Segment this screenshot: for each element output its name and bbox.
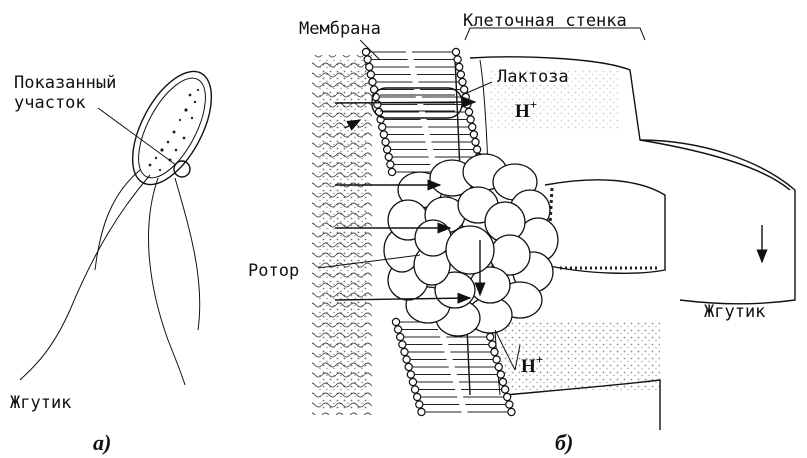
lipid-head [380,131,387,138]
lipid-head [366,63,373,70]
lipid-head [495,363,502,370]
label-membrane: Мембрана [299,19,381,39]
lipid-head [418,408,425,415]
label-lactose: Лактоза [497,67,569,87]
lipid-head [454,56,461,63]
lipid-head [397,333,404,340]
lipid-head [405,363,412,370]
lipid-head [472,138,479,145]
lipid-head [467,116,474,123]
lipid-head [388,168,395,175]
lipid-head [414,393,421,400]
lipid-head [409,378,416,385]
lipid-head [493,356,500,363]
lipid-head [395,326,402,333]
lipid-head [461,86,468,93]
shown-region-circle [174,161,190,177]
rotor-disc [446,226,494,274]
lipid-head [469,123,476,130]
label-flagellum-b: Жгутик [704,302,765,322]
flagellum-shaft [545,140,795,304]
lipid-head [506,401,513,408]
lipid-head [504,393,511,400]
caption-a: а) [93,430,111,455]
region-pointer [98,108,176,165]
lipid-head [379,123,386,130]
lipid-head [367,71,374,78]
lipid-head [362,48,369,55]
lipid-head [459,78,466,85]
label-cell-wall: Клеточная стенка [463,11,627,31]
lipid-head [497,371,504,378]
label-rotor: Ротор [248,261,299,281]
flagella-a [20,170,200,385]
label-region-line2: участок [14,93,86,113]
lipid-head [470,131,477,138]
lipid-head [387,161,394,168]
lipid-head [407,371,414,378]
lipid-head [401,348,408,355]
lipid-head [411,386,418,393]
lipid-head [487,333,494,340]
label-flagellum-a: Жгутик [10,393,71,413]
lipid-head [403,356,410,363]
caption-b: б) [555,430,573,455]
lipid-head [457,71,464,78]
lipid-head [465,108,472,115]
lipid-head [508,408,515,415]
lipid-head [385,153,392,160]
panel-a: Показанный участок Жгутик а) [10,59,228,455]
lipid-head [491,348,498,355]
lipid-head [452,48,459,55]
lipid-head [369,78,376,85]
lipid-head [392,318,399,325]
panel-b: Мембрана Клеточная стенка Лактоза H+ Рот… [248,11,795,455]
lipid-head [499,378,506,385]
lipid-head [489,341,496,348]
lipid-head [474,146,481,153]
lipid-head [416,401,423,408]
lipid-head [501,386,508,393]
lipid-head [384,146,391,153]
lipid-head [456,63,463,70]
lipid-head [364,56,371,63]
rotor [384,154,558,336]
label-region-line1: Показанный [14,73,116,93]
lipid-head [399,341,406,348]
lipid-head [382,138,389,145]
